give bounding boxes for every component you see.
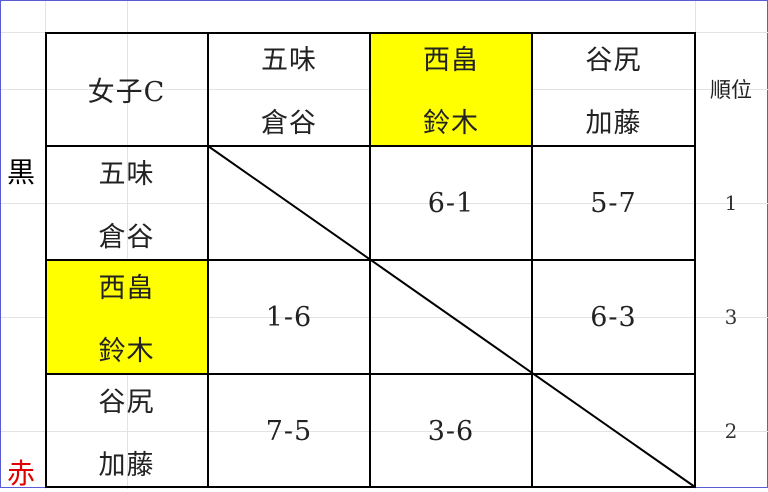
- black-side-label: 黒: [7, 156, 36, 189]
- team-name-line2: 倉谷: [261, 108, 317, 139]
- grid-line: [1, 431, 768, 432]
- team-name-line1: 西畠: [98, 273, 155, 304]
- team-name-line2: 鈴木: [423, 108, 479, 139]
- rank-cell[interactable]: 1: [695, 146, 767, 260]
- team-name-line2: 加藤: [98, 450, 155, 481]
- team-name-line1: 西畠: [423, 45, 479, 76]
- red-side-label: 赤: [7, 457, 36, 490]
- header-team-2[interactable]: 西畠 鈴木: [370, 32, 532, 146]
- score-value: 5-7: [590, 187, 637, 219]
- header-team-3[interactable]: 谷尻 加藤: [532, 32, 695, 146]
- grid-line: [127, 1, 128, 489]
- score-cell[interactable]: 7-5: [208, 374, 370, 488]
- score-value: 6-1: [427, 187, 475, 219]
- score-cell[interactable]: 1-6: [208, 260, 370, 374]
- score-value: 6-3: [590, 301, 637, 333]
- score-cell[interactable]: 5-7: [532, 146, 695, 260]
- table-border: [45, 32, 47, 488]
- team-name-line2: 倉谷: [98, 222, 155, 253]
- group-title: 女子C: [87, 76, 166, 108]
- rank-cell[interactable]: 2: [695, 374, 767, 488]
- rank-value: 2: [724, 419, 738, 443]
- grid-line: [1, 203, 768, 204]
- table-border: [694, 32, 696, 488]
- table-border: [531, 32, 533, 488]
- score-cell[interactable]: 3-6: [370, 374, 532, 488]
- rank-cell[interactable]: 3: [695, 260, 767, 374]
- rank-header[interactable]: 順位: [695, 32, 767, 146]
- team-name-line1: 五味: [98, 159, 155, 190]
- score-cell[interactable]: 6-3: [532, 260, 695, 374]
- score-value: 7-5: [265, 415, 313, 447]
- score-cell[interactable]: 6-1: [370, 146, 532, 260]
- team-name-line2: 鈴木: [98, 336, 155, 367]
- row-team-3[interactable]: 谷尻 加藤: [45, 374, 208, 488]
- corner-cell[interactable]: 女子C: [45, 32, 208, 146]
- team-name-line1: 五味: [261, 45, 317, 76]
- team-name-line1: 谷尻: [585, 45, 642, 76]
- rank-value: 3: [724, 305, 738, 329]
- rank-value: 1: [724, 191, 738, 215]
- score-value: 3-6: [427, 415, 475, 447]
- row-team-1[interactable]: 五味 倉谷: [45, 146, 208, 260]
- team-name-line2: 加藤: [585, 108, 642, 139]
- score-value: 1-6: [265, 301, 313, 333]
- row-team-2[interactable]: 西畠 鈴木: [45, 260, 208, 374]
- grid-line: [1, 317, 768, 318]
- rank-header-label: 順位: [710, 78, 752, 102]
- header-team-1[interactable]: 五味 倉谷: [208, 32, 370, 146]
- team-name-line1: 谷尻: [98, 387, 155, 418]
- table-border: [207, 32, 209, 488]
